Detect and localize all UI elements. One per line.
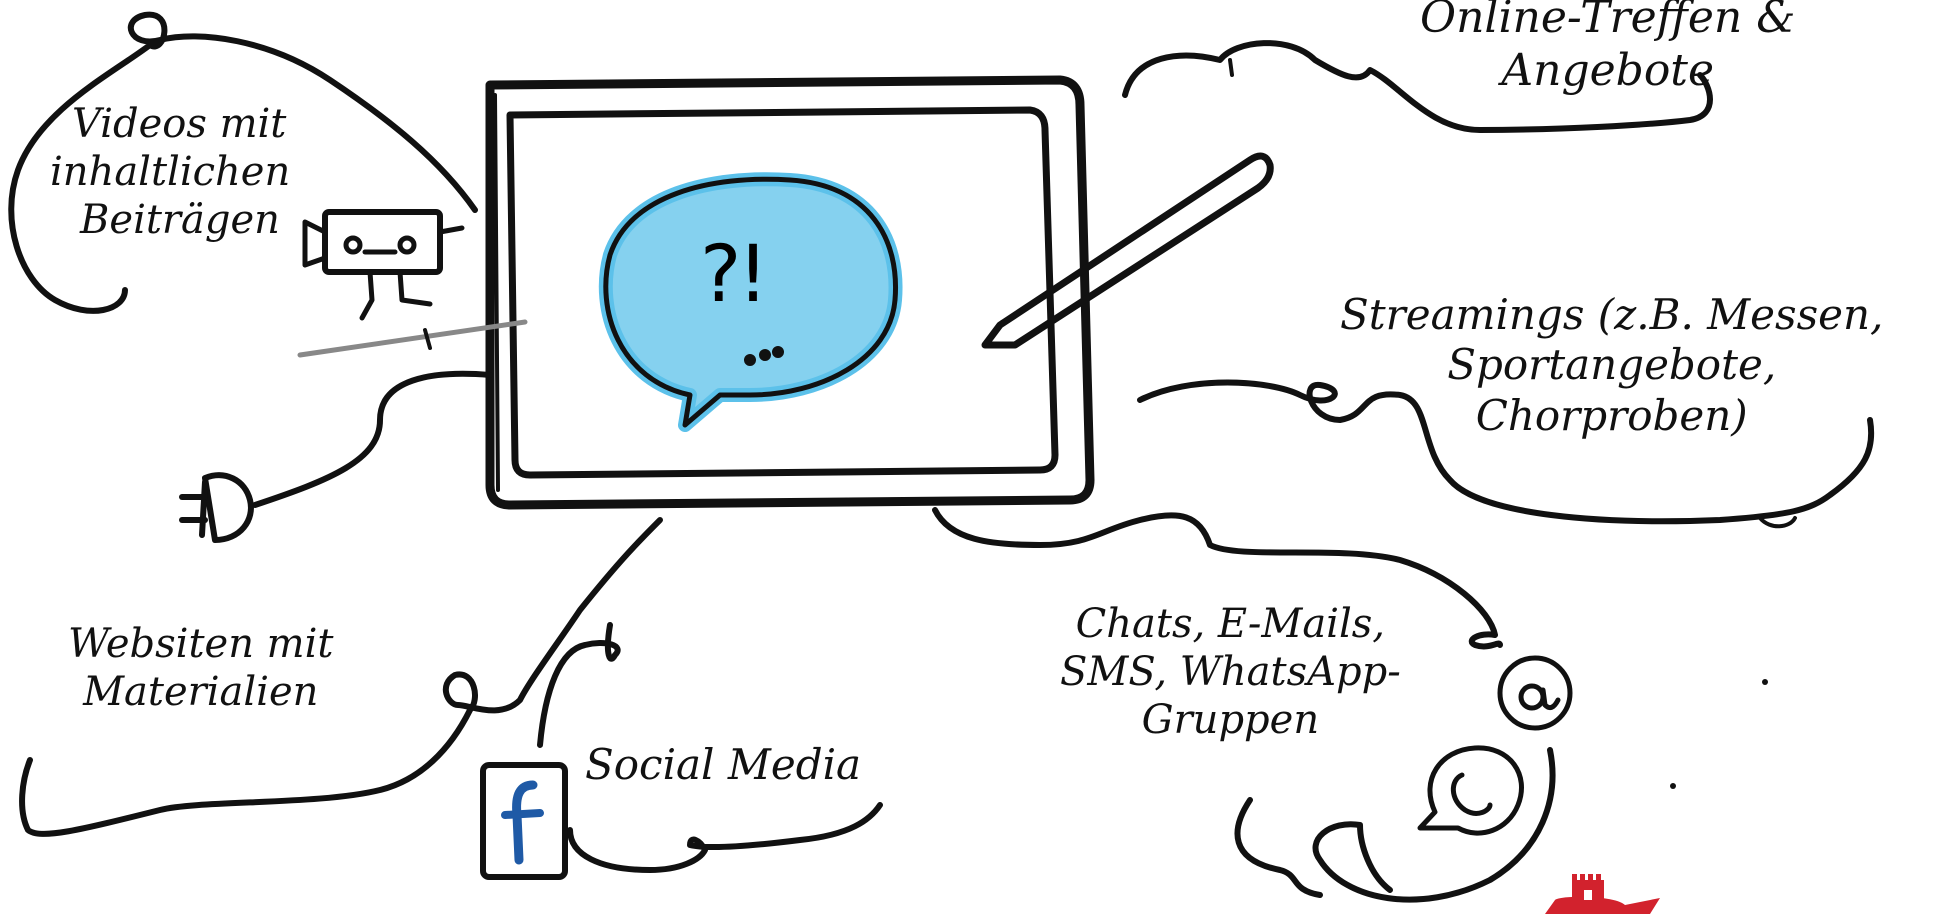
stray-dots [1670,679,1768,789]
node-chats-line: Gruppen [1141,697,1320,743]
node-social: Social Media [585,740,861,790]
at-sign-icon [1497,655,1573,731]
connector-websites [19,517,663,837]
node-streamings: Streamings (z.B. Messen, Sportangebote, … [1340,290,1883,441]
facebook-icon [480,762,568,880]
connector-videos [8,11,478,314]
tablet-icon [485,75,1095,510]
node-streamings-line: Chorproben) [1475,390,1748,440]
node-videos-line: inhaltlichen [50,149,291,195]
connector-online [1122,40,1713,133]
bubble-text: ?! [700,230,769,320]
node-websites-line: Materialien [83,669,319,715]
node-social-line: Social Media [585,740,862,789]
node-videos-line: Beiträgen [80,197,280,243]
power-plug-icon [179,370,493,543]
connector-streamings [1137,379,1875,529]
node-videos: Videos mit inhaltlichen Beiträgen [50,100,290,244]
whatsapp-icon [1417,745,1524,836]
node-websites: Websiten mit Materialien [68,620,333,716]
node-chats-line: SMS, WhatsApp- [1060,649,1401,695]
stylus-icon [981,152,1274,349]
node-streamings-line: Sportangebote, [1447,340,1777,390]
node-websites-line: Websiten mit [68,621,334,667]
connector-social [537,622,883,873]
node-streamings-line: Streamings (z.B. Messen, [1340,290,1884,339]
video-camera-icon [297,209,528,358]
node-online-line: Online-Treffen & [1420,0,1796,43]
node-videos-line: Videos mit [72,101,287,147]
node-chats: Chats, E-Mails, SMS, WhatsApp- Gruppen [1060,600,1401,744]
node-chats-line: Chats, E-Mails, [1075,601,1386,647]
node-online-line: Angebote [1501,44,1715,96]
speech-bubble-icon [598,172,903,432]
connector-chats [932,507,1556,903]
node-online: Online-Treffen & Angebote [1420,0,1795,98]
castle-logo-icon [1545,874,1660,914]
